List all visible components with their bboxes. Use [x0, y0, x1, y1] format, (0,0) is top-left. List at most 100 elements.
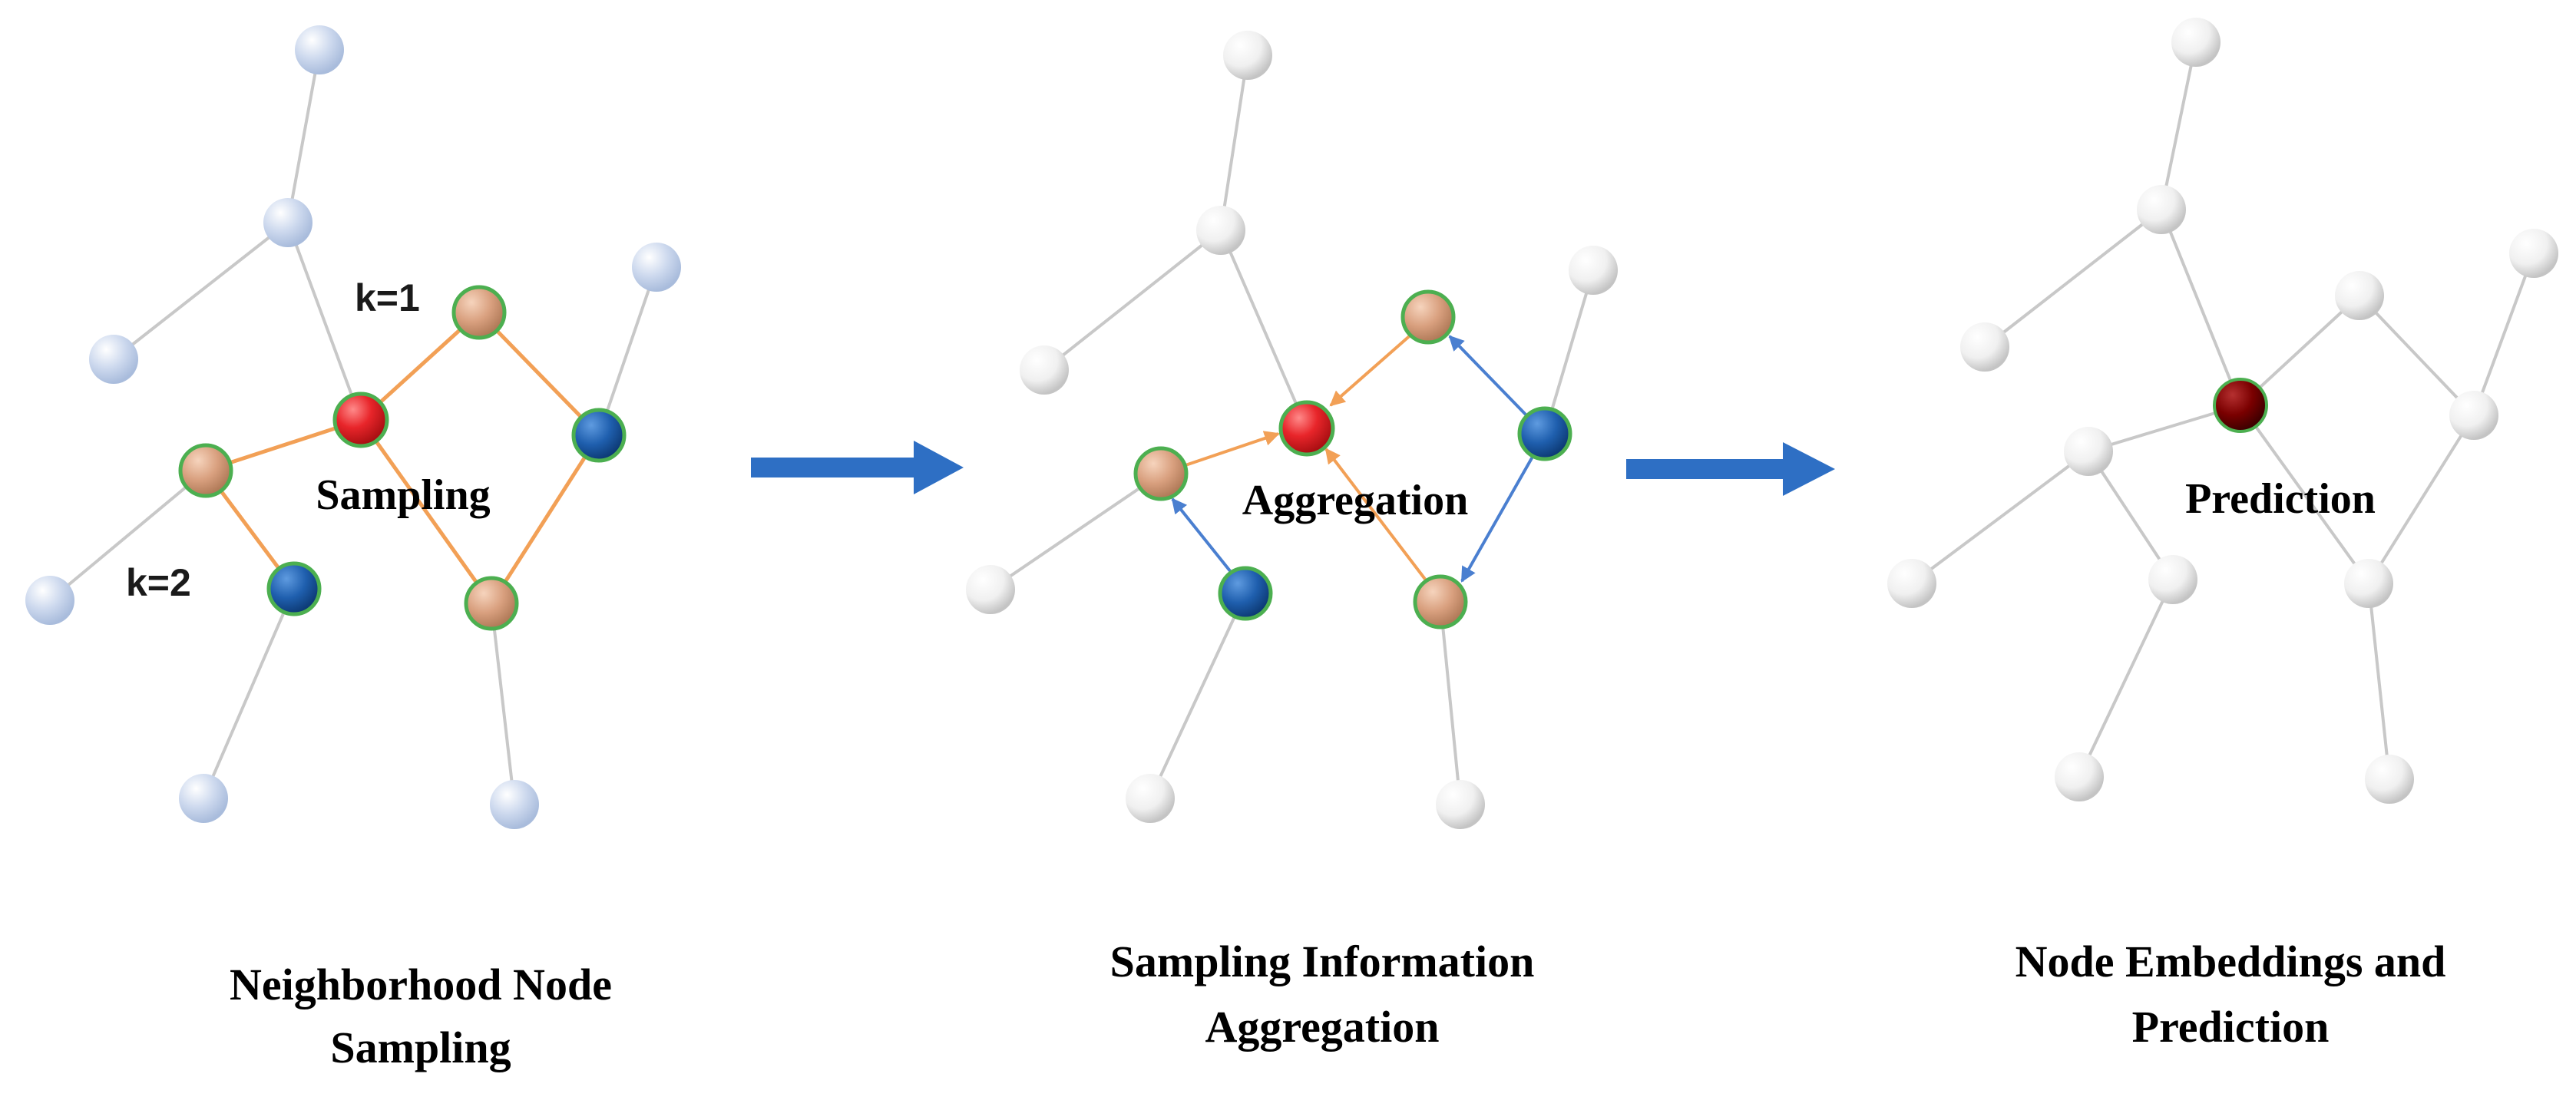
flow-arrow-1 [751, 441, 964, 494]
hop2-node [266, 561, 322, 616]
edge [2087, 450, 2174, 581]
outer-node [25, 576, 74, 625]
outer-node [2148, 555, 2197, 604]
flow-arrow-head [914, 441, 964, 494]
edge [2239, 404, 2370, 585]
prediction-caption-line2: Prediction [2132, 1002, 2330, 1052]
aggregation-arrow [1324, 448, 1428, 583]
outer-node [966, 565, 1015, 614]
panel-aggregation-blue-arrows [1171, 335, 1534, 583]
panel-prediction: Prediction Node Embeddings and Predictio… [1887, 18, 2558, 1052]
aggregation-caption-line1: Sampling Information [1110, 937, 1535, 986]
aggregation-caption-line2: Aggregation [1205, 1002, 1439, 1052]
edge [112, 221, 289, 361]
outer-node [1887, 559, 1936, 608]
outer-node [1126, 774, 1175, 823]
outer-node [295, 25, 344, 74]
panel-aggregation-nodes [966, 31, 1618, 829]
outer-node [1569, 246, 1618, 295]
edge [2078, 579, 2174, 778]
edge [1043, 229, 1222, 372]
edge [2160, 41, 2197, 210]
sampling-caption-line1: Neighborhood Node [230, 960, 612, 1009]
edge [2472, 253, 2535, 416]
outer-node [1223, 31, 1272, 80]
edge [286, 222, 362, 421]
aggregation-arrow [1460, 456, 1534, 583]
aggregation-arrow [1171, 497, 1232, 573]
panel-sampling: k=1 k=2 Sampling Neighborhood Node Sampl… [25, 25, 681, 1072]
panel-aggregation: Aggregation Sampling Information Aggrega… [966, 31, 1618, 1052]
outer-node [2449, 391, 2498, 440]
edge [597, 266, 658, 436]
outer-node [1960, 322, 2009, 372]
hop1-node [1400, 289, 1456, 345]
outer-node [2137, 185, 2186, 234]
hop1-node [1133, 446, 1189, 501]
outer-node [1020, 345, 1069, 395]
edge [490, 603, 516, 805]
edge [202, 588, 296, 799]
hop2-node [571, 408, 627, 463]
outer-node [2171, 18, 2221, 67]
outer-node [89, 335, 138, 384]
sampling-caption-line2: Sampling [330, 1023, 511, 1072]
outer-node [490, 780, 539, 829]
edge [1219, 55, 1249, 231]
prediction-center-label: Prediction [2185, 475, 2376, 523]
flow-arrow-head [1783, 442, 1835, 496]
outer-node [179, 774, 228, 823]
outer-node [2365, 755, 2414, 804]
panel-aggregation-plain-edges [989, 55, 1595, 805]
panel-sampling-nodes [25, 25, 681, 829]
panel-sampling-sample-edges [203, 311, 601, 605]
k1-label: k=1 [355, 276, 420, 319]
outer-node [1436, 780, 1485, 829]
panel-prediction-edges [1910, 41, 2535, 780]
panel-prediction-nodes [1887, 18, 2558, 804]
outer-node [263, 198, 312, 247]
edge [989, 472, 1162, 591]
aggregation-center-label: Aggregation [1242, 477, 1469, 524]
target-node [332, 392, 389, 448]
prediction-caption-line1: Node Embeddings and [2015, 937, 2446, 986]
outer-node [2509, 229, 2558, 278]
outer-node [632, 243, 681, 292]
outer-node [1196, 206, 1245, 255]
flow-arrow-2 [1626, 442, 1835, 496]
hop1-node [1413, 574, 1468, 629]
edge [2367, 583, 2391, 780]
edge [1219, 230, 1308, 429]
panel-aggregation-orange-arrows [1185, 332, 1428, 583]
outer-node [2064, 427, 2113, 476]
outer-node [2344, 559, 2393, 608]
flow-arrow-shaft [1626, 459, 1786, 479]
edge [2160, 209, 2242, 406]
edge [1439, 601, 1462, 805]
edge [48, 469, 207, 602]
sample-edge [478, 311, 600, 437]
sample-edge [359, 418, 494, 605]
hop2-node [1218, 566, 1273, 621]
aggregation-arrow [1329, 332, 1414, 407]
predicted-node [2213, 378, 2268, 433]
aggregation-arrow [1448, 335, 1529, 418]
outer-node [2335, 271, 2384, 320]
flow-arrow-shaft [751, 458, 916, 477]
hop1-node [464, 576, 519, 631]
hop2-node [1517, 406, 1572, 461]
k2-label: k=2 [126, 561, 191, 604]
edge [1149, 593, 1247, 799]
sampling-center-label: Sampling [316, 471, 490, 519]
hop1-node [178, 443, 233, 498]
edge [1910, 450, 2090, 585]
edge [1983, 208, 2163, 349]
outer-node [2055, 752, 2104, 801]
panel-sampling-plain-edges [48, 49, 658, 805]
edge [286, 49, 321, 223]
edge [2367, 414, 2475, 585]
hop1-node [451, 285, 507, 340]
edge [2358, 294, 2475, 417]
target-node [1278, 400, 1335, 457]
